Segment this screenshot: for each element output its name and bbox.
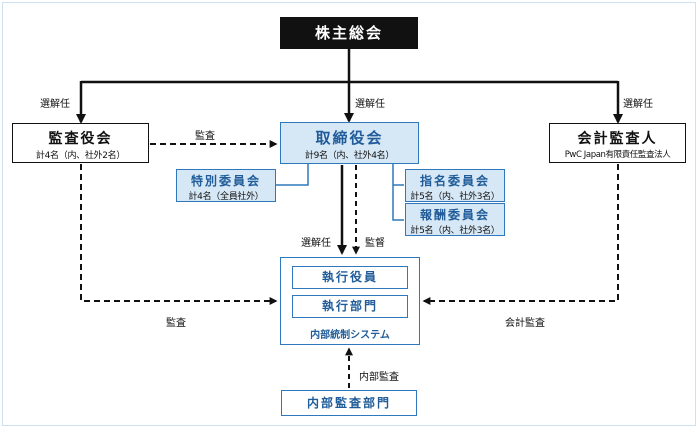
executive-officers-box: 執行役員 — [292, 266, 408, 289]
board-of-directors-box: 取締役会 計9名（内、社外4名） — [280, 122, 419, 164]
special-committee-box: 特別委員会 計4名（全員社外） — [176, 169, 276, 202]
audit-board-detail: 計4名（内、社外2名） — [35, 151, 126, 161]
nominating-committee-title: 指名委員会 — [419, 174, 490, 188]
accounting-auditor-title: 会計監査人 — [577, 131, 658, 147]
internal-control-system-title: 内部統制システム — [310, 330, 390, 341]
executive-departments-box: 執行部門 — [292, 295, 408, 318]
line-auditors-to-executive — [80, 164, 278, 305]
label-internal-audit: 内部監査 — [359, 372, 399, 383]
compensation-committee-box: 報酬委員会 計5名（内、社外3名） — [405, 203, 505, 236]
accounting-auditor-detail: PwC Japan有限責任監査法人 — [564, 150, 671, 160]
audit-board-box: 監査役会 計4名（内、社外2名） — [12, 123, 149, 163]
line-special-committee — [276, 164, 309, 186]
label-elect-directors: 選解任 — [355, 99, 385, 110]
internal-audit-department-title: 内部監査部門 — [306, 396, 391, 410]
label-accounting-audit: 会計監査 — [505, 318, 545, 329]
label-elect-accountant: 選解任 — [623, 99, 653, 110]
line-accountant-to-executive — [422, 164, 619, 305]
nominating-committee-detail: 計5名（内、社外3名） — [410, 192, 500, 202]
label-audit-directors: 監査 — [195, 131, 215, 142]
internal-control-system-box: 執行役員 執行部門 内部統制システム — [280, 257, 420, 345]
board-of-directors-detail: 計9名（内、社外4名） — [304, 151, 395, 161]
special-committee-detail: 計4名（全員社外） — [188, 192, 264, 202]
label-elect-auditors: 選解任 — [40, 99, 70, 110]
label-supervise: 監督 — [365, 238, 385, 249]
internal-audit-department-box: 内部監査部門 — [281, 390, 417, 416]
shareholders-meeting-title: 株主総会 — [314, 24, 383, 42]
executive-departments-title: 執行部門 — [321, 299, 378, 313]
nominating-committee-box: 指名委員会 計5名（内、社外3名） — [405, 169, 505, 202]
compensation-committee-detail: 計5名（内、社外3名） — [410, 226, 500, 236]
shareholders-meeting-box: 株主総会 — [280, 17, 418, 49]
label-audit-executive: 監査 — [166, 318, 186, 329]
board-of-directors-title: 取締役会 — [315, 129, 384, 147]
accounting-auditor-box: 会計監査人 PwC Japan有限責任監査法人 — [549, 123, 686, 163]
executive-officers-title: 執行役員 — [321, 270, 378, 284]
compensation-committee-title: 報酬委員会 — [419, 208, 490, 222]
audit-board-title: 監査役会 — [48, 131, 113, 147]
label-elect-executive: 選解任 — [301, 238, 331, 249]
line-committees — [392, 164, 404, 221]
special-committee-title: 特別委員会 — [190, 174, 261, 188]
